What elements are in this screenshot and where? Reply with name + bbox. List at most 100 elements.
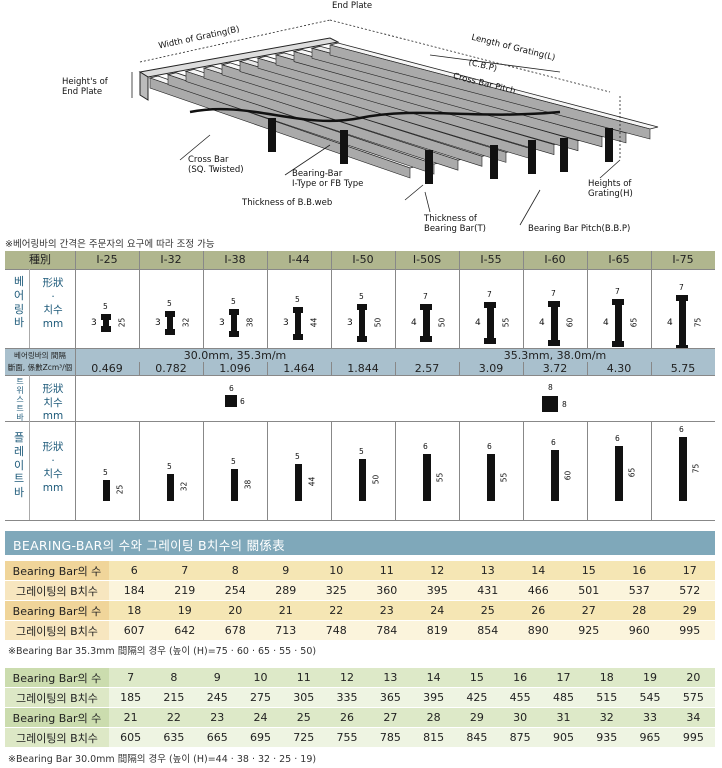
- flat-bar-shape: [423, 454, 431, 501]
- bar-count-cell: 22: [152, 707, 196, 728]
- bar-count-cell: 26: [325, 707, 369, 728]
- bar-count-cell: 17: [541, 668, 586, 688]
- bar-count-cell: 15: [455, 668, 499, 688]
- vgrid-line: [203, 251, 204, 348]
- vgrid-line: [395, 362, 396, 375]
- vgrid-line: [203, 421, 204, 520]
- bar-count-cell: 23: [361, 600, 412, 621]
- ibar-thickness-label: 3: [283, 318, 289, 328]
- label-height-end-plate: Height's of End Plate: [62, 77, 108, 97]
- flat-bar-height-label: 25: [115, 485, 125, 495]
- count-table-title: BEARING-BAR의 수와 그레이팅 B치수의 關係表: [5, 531, 715, 555]
- b-size-cell: 575: [671, 687, 715, 708]
- note-table1: ※Bearing Bar 35.3mm 間隔의 경우 (높이 (H)=75 · …: [8, 646, 317, 657]
- ibar-flange-bottom: [101, 326, 111, 333]
- type-header-I-55: I-55: [480, 253, 502, 266]
- label-end-plate: End Plate: [332, 1, 373, 11]
- ibar-thickness-label: 4: [667, 318, 673, 328]
- flat-bar-shape: [167, 473, 174, 501]
- ibar-height-label: 65: [629, 317, 639, 328]
- vgrid-line: [587, 421, 588, 520]
- bar-count-cell: 24: [412, 600, 463, 621]
- bearing-bar-end-profile: [528, 140, 536, 174]
- flat-bar-width-label: 6: [423, 442, 428, 452]
- flat-bar-shape: [295, 463, 302, 501]
- section-value: 5.75: [670, 362, 696, 375]
- bar-count-cell: 10: [311, 561, 362, 581]
- b-size-cell: 305: [282, 687, 326, 708]
- bar-count-cell: 30: [498, 707, 542, 728]
- flat-bar-shape: [231, 468, 238, 501]
- vgrid-line: [331, 421, 332, 520]
- type-header-I-50: I-50: [352, 253, 374, 266]
- bar-count-cell: 28: [614, 600, 665, 621]
- pitch-band: [5, 348, 715, 375]
- b-size-cell: 935: [585, 727, 629, 748]
- section-value: 4.30: [606, 362, 632, 375]
- ibar-thickness-label: 3: [219, 318, 225, 328]
- vgrid-line: [587, 251, 588, 348]
- flat-bar-height-label: 38: [243, 479, 253, 490]
- ibar-flange-top: [293, 306, 303, 313]
- b-size-cell: 854: [462, 620, 513, 641]
- row-label-b: 그레이팅의 B치수: [5, 727, 109, 748]
- pitch-left: 30.0mm, 35.3m/m: [183, 349, 287, 362]
- spec-header: [5, 251, 715, 269]
- vgrid-line: [395, 251, 396, 348]
- flat-bar-height-label: 55: [499, 472, 509, 482]
- bar-count-cell: 25: [462, 600, 513, 621]
- type-header-I-25: I-25: [96, 253, 118, 266]
- ibar-flange-top: [357, 304, 367, 311]
- ibar-width-label: 7: [423, 292, 428, 302]
- ibar-thickness-label: 4: [475, 318, 481, 328]
- bar-count-cell: 29: [664, 600, 715, 621]
- vgrid-line: [395, 421, 396, 520]
- b-size-cell: 725: [282, 727, 326, 748]
- bar-count-cell: 33: [628, 707, 672, 728]
- vgrid-line: [267, 251, 268, 348]
- b-size-cell: 325: [311, 580, 362, 601]
- b-size-cell: 289: [260, 580, 311, 601]
- section-value: 1.844: [347, 362, 379, 375]
- b-size-cell: 819: [412, 620, 463, 641]
- bar-count-cell: 32: [585, 707, 629, 728]
- ibar-web: [231, 314, 237, 332]
- count-table-title-text: BEARING-BAR의 수와 그레이팅 B치수의 關係表: [13, 538, 285, 553]
- vgrid-line: [651, 251, 652, 348]
- b-size-cell: 545: [628, 687, 672, 708]
- vgrid-line: [139, 421, 140, 520]
- ibar-width-label: 5: [231, 296, 236, 306]
- type-header-I-38: I-38: [224, 253, 246, 266]
- b-size-cell: 335: [325, 687, 369, 708]
- label-cross-bar: Cross Bar (SQ. Twisted): [188, 155, 244, 175]
- bar-count-cell: 18: [585, 668, 629, 688]
- bar-count-cell: 13: [462, 561, 513, 581]
- bar-count-cell: 14: [513, 561, 564, 581]
- b-size-cell: 275: [238, 687, 283, 708]
- bar-count-cell: 16: [498, 668, 542, 688]
- flat-bar-width-label: 6: [615, 433, 620, 443]
- b-size-cell: 215: [152, 687, 196, 708]
- bar-count-cell: 27: [368, 707, 412, 728]
- label-heights-grating: Heights of Grating(H): [588, 179, 633, 199]
- cross-bar-line: [189, 107, 561, 123]
- ibar-flange-bottom: [357, 335, 367, 342]
- pitch-label: 베어링바의 間隔: [14, 351, 66, 360]
- ibar-thickness-label: 4: [411, 318, 417, 328]
- b-size-cell: 755: [325, 727, 369, 748]
- ibar-flange-top: [101, 313, 111, 320]
- flat-bar-height-label: 55: [435, 472, 445, 482]
- section-label: 斷面, 係數Zcm³/個: [7, 363, 73, 372]
- row-label-count: Bearing Bar의 수: [5, 707, 109, 728]
- section-value: 1.464: [283, 362, 315, 375]
- ibar-height-label: 32: [181, 317, 191, 328]
- twisted-left-w: 6: [229, 384, 234, 393]
- b-size-cell: 890: [513, 620, 564, 641]
- b-size-cell: 431: [462, 580, 513, 601]
- bar-count-cell: 21: [109, 707, 153, 728]
- bearing-bar-end-profile: [605, 128, 613, 162]
- vgrid-line: [331, 362, 332, 375]
